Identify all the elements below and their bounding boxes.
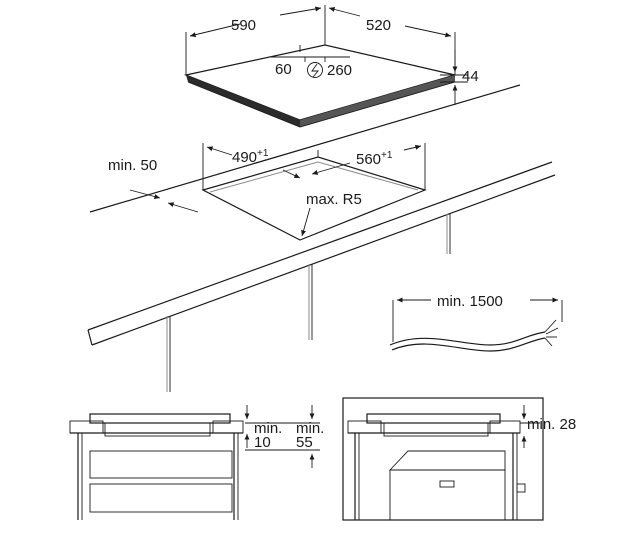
cutout-width-tolerance: +1 [257, 148, 269, 159]
section-left [69, 405, 320, 520]
worktop-drawing [87, 84, 556, 392]
hob-width-label: 590 [231, 17, 256, 34]
left-min-label-2: min. [296, 420, 324, 437]
power-cable [389, 331, 546, 346]
left-min-value-55: 55 [296, 434, 313, 451]
connection-right-label: 260 [327, 62, 352, 79]
edge-distance-label: min. 50 [108, 157, 157, 174]
connection-left-label: 60 [275, 61, 292, 78]
hob-side-edge [300, 75, 455, 127]
hob-dimensions [185, 5, 468, 105]
left-min-label-1: min. [254, 420, 282, 437]
oven-top [388, 450, 506, 471]
hob-drawing [183, 44, 458, 128]
corner-radius-label: max. R5 [306, 191, 362, 208]
power-icon [307, 62, 323, 78]
cable-drawing [389, 297, 563, 352]
cutout-width-label: 490+1 [232, 148, 269, 166]
power-bolt [311, 63, 319, 78]
hob-top-surface [183, 44, 458, 121]
cutout-depth-label: 560+1 [356, 150, 393, 168]
oven-body [389, 469, 506, 521]
cutout-depth-tolerance: +1 [381, 150, 393, 161]
left-min-value-10: 10 [254, 434, 271, 451]
hob-front-edge [186, 75, 300, 127]
cutout-dimensions [129, 143, 426, 237]
right-clearance-label: min. 28 [527, 416, 576, 433]
cutout-depth-value: 560 [356, 151, 381, 168]
hob-glass-right [366, 413, 501, 424]
cutout-width-value: 490 [232, 149, 257, 166]
hob-depth-label: 520 [366, 17, 391, 34]
cable-length-label: min. 1500 [437, 293, 503, 310]
hob-glass-left [89, 413, 231, 424]
hob-height-label: 44 [462, 68, 479, 85]
section-right [342, 397, 544, 521]
